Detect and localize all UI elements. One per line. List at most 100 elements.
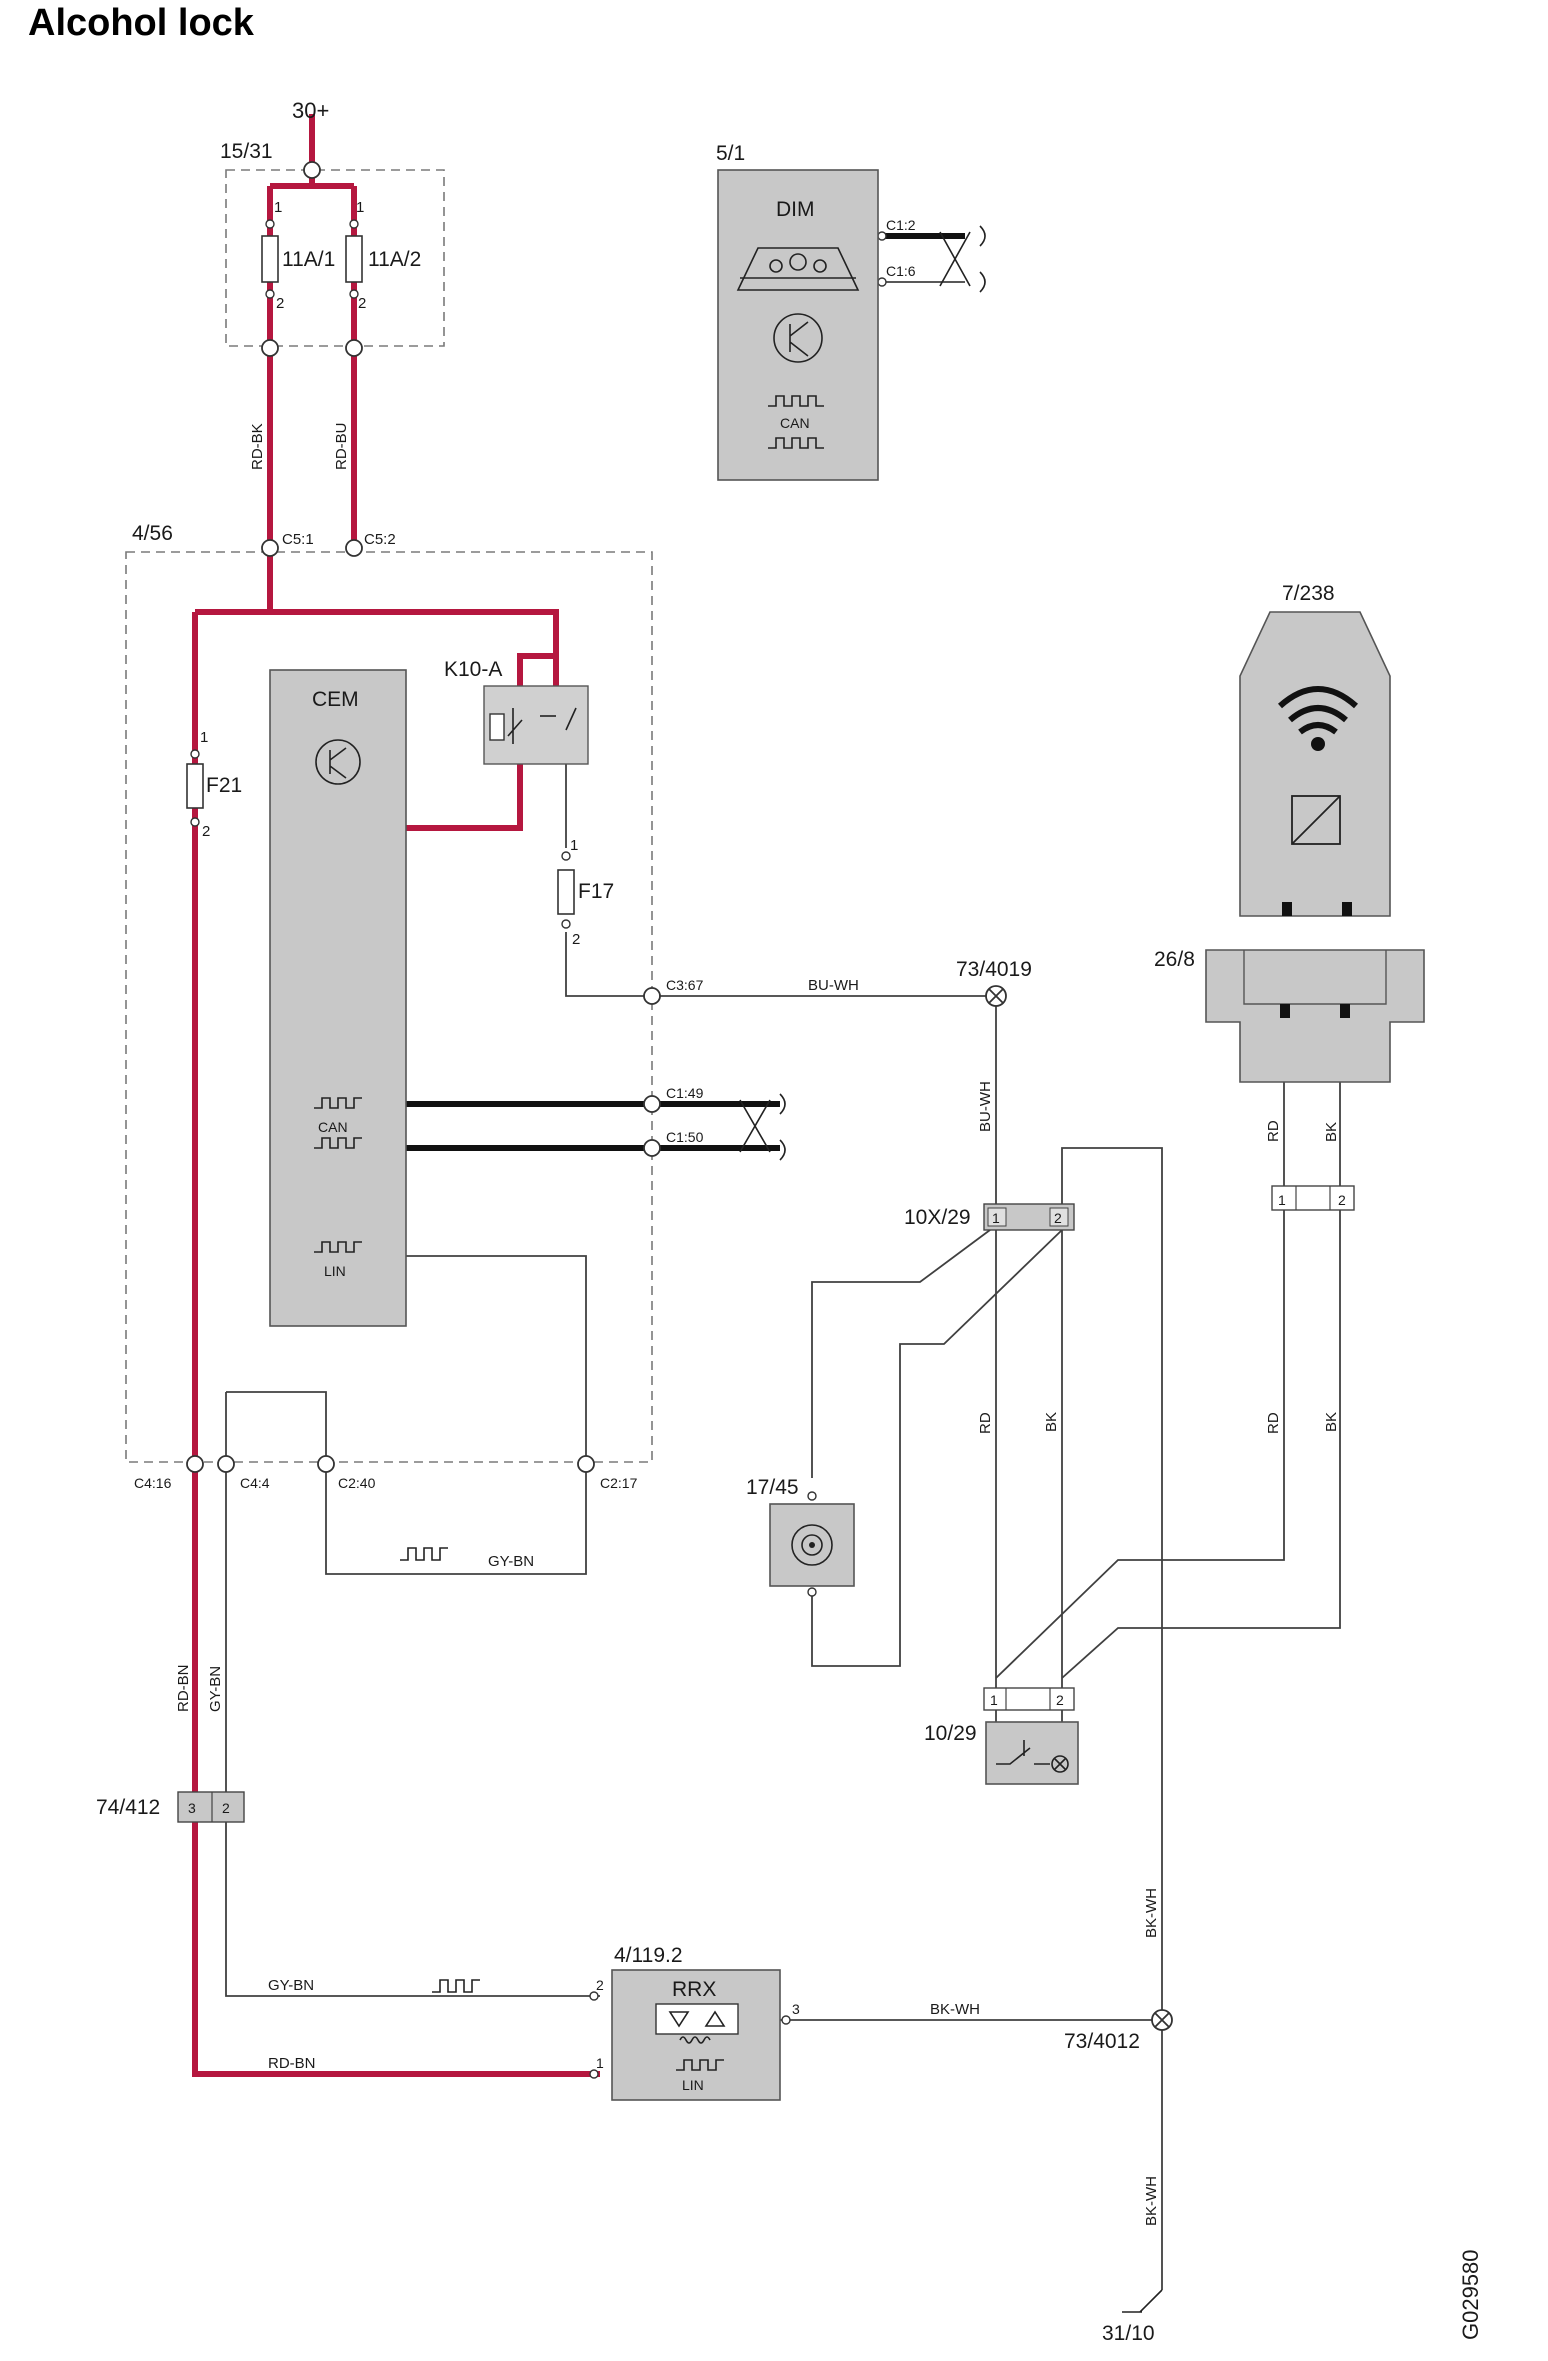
label-rrx-p2: 2 [596, 1977, 604, 1993]
label-wire-rd-1: RD [977, 1412, 994, 1434]
label-wire-bk-1: BK [1043, 1412, 1060, 1432]
fuse-f17 [557, 869, 575, 915]
label-cem-c217: C2:17 [600, 1475, 638, 1491]
label-wire-bu-wh-v: BU-WH [977, 1081, 994, 1132]
label-rrx-p1: 1 [596, 2055, 604, 2071]
label-wire-bk-wh-v2: BK-WH [1143, 2176, 1160, 2226]
label-rrx-ref: 4/119.2 [614, 1944, 683, 1967]
label-cem-c149: C1:49 [666, 1085, 704, 1101]
label-dim-name: DIM [776, 198, 815, 221]
label-dim-c16: C1:6 [886, 263, 916, 279]
connector-10x29 [983, 1203, 1075, 1231]
label-relay-name: K10-A [444, 658, 502, 681]
lamp-icon [1051, 1755, 1069, 1773]
fuse-box-boundary [225, 169, 445, 347]
label-rrx-p3: 3 [792, 2001, 800, 2017]
label-wire-rd-2: RD [1265, 1120, 1282, 1142]
connector-10-29 [983, 1687, 1075, 1711]
label-c10x29-p1: 1 [992, 1210, 1000, 1226]
splice-73-4019 [985, 985, 1007, 1007]
figure-id: G029580 [1458, 2249, 1483, 2340]
label-c1029-p2: 2 [1056, 1692, 1064, 1708]
label-c2-p1: 1 [1278, 1192, 1286, 1208]
label-fuse-f21: F21 [206, 774, 242, 797]
label-splice-4012: 73/4012 [1064, 2030, 1140, 2053]
label-wire-rd-3: RD [1265, 1412, 1282, 1434]
relay-icon [489, 707, 577, 744]
label-cem-c44: C4:4 [240, 1475, 270, 1491]
page-title: Alcohol lock [28, 2, 254, 44]
label-f17-pin2: 2 [572, 931, 580, 948]
connector-sensor-wires [1271, 1185, 1355, 1211]
label-cem-c240: C2:40 [338, 1475, 376, 1491]
label-c2-p2: 2 [1338, 1192, 1346, 1208]
label-pin-1b: 1 [356, 199, 364, 216]
label-wire-gy-bn-h: GY-BN [268, 1977, 314, 1994]
label-conn-74-412: 74/412 [96, 1796, 160, 1819]
label-cem-name: CEM [312, 688, 359, 711]
lin-bus-icon [314, 1241, 362, 1253]
label-pin-1a: 1 [274, 199, 282, 216]
label-wire-gy-bn: GY-BN [488, 1553, 534, 1570]
label-rrx-name: RRX [672, 1978, 716, 2001]
label-dim-c12: C1:2 [886, 217, 916, 233]
label-comp-17-45: 17/45 [746, 1476, 799, 1499]
fuse-11a2 [345, 235, 363, 283]
label-c74-p2: 2 [222, 1800, 230, 1816]
label-rrx-lin: LIN [682, 2077, 704, 2093]
connection-nodes [186, 161, 887, 2079]
label-ground-ref: 31/10 [1102, 2322, 1155, 2345]
converter-icon [1291, 795, 1341, 845]
label-fuse-box: 15/31 [220, 140, 273, 163]
label-supply-30: 30+ [292, 98, 329, 123]
sounder-17-45 [769, 1491, 855, 1597]
label-conn-26-8: 26/8 [1154, 948, 1195, 971]
label-wire-bk-wh-v1: BK-WH [1143, 1888, 1160, 1938]
label-f21-pin2: 2 [202, 823, 210, 840]
label-fuse-11a2: 11A/2 [368, 248, 421, 271]
label-wire-bk-wh-h: BK-WH [930, 2001, 980, 2018]
label-f17-pin1: 1 [570, 837, 578, 854]
lin-bus-icon [676, 2059, 724, 2071]
gauge-cluster-icon [736, 247, 860, 291]
label-cem-c51: C5:1 [282, 531, 314, 548]
label-wire-gy-bn-v: GY-BN [207, 1666, 224, 1712]
signal-wires [225, 233, 1341, 2290]
horn-icon [791, 1524, 833, 1566]
label-wire-bk-3: BK [1323, 1412, 1340, 1432]
diagram-labels: 30+ 15/31 11A/1 11A/2 1 1 2 2 RD-BK RD-B… [96, 98, 1483, 2345]
label-comp-10-29: 10/29 [924, 1722, 977, 1745]
can-bus-icon [768, 395, 824, 449]
label-wire-rd-bn: RD-BN [175, 1665, 192, 1713]
label-conn-10x29: 10X/29 [904, 1206, 971, 1229]
label-cem-can: CAN [318, 1119, 348, 1135]
label-dim-can: CAN [780, 415, 810, 431]
switch-lamp-10-29 [985, 1721, 1079, 1785]
label-cem-c416: C4:16 [134, 1475, 172, 1491]
label-wire-rd-bn-h: RD-BN [268, 2055, 316, 2072]
label-c1029-p1: 1 [990, 1692, 998, 1708]
label-cem-ref: 4/56 [132, 522, 173, 545]
twisted-pair-cem [739, 1093, 786, 1161]
cem-module [269, 669, 407, 1327]
lin-signal-icon [400, 1547, 480, 1993]
can-bus-icon [314, 1097, 362, 1149]
label-cem-c367: C3:67 [666, 977, 704, 993]
sensor-module [1239, 611, 1391, 917]
wireless-signal-icon [1278, 686, 1358, 751]
label-cem-lin: LIN [324, 1263, 346, 1279]
label-cem-c52: C5:2 [364, 531, 396, 548]
transistor-icon [773, 313, 823, 363]
label-pin-2a: 2 [276, 295, 284, 312]
fuse-f21 [186, 763, 204, 809]
label-c10x29-p2: 2 [1054, 1210, 1062, 1226]
label-cem-c150: C1:50 [666, 1129, 704, 1145]
twisted-pair-dim [939, 225, 986, 293]
splice-73-4012 [1151, 2009, 1173, 2031]
label-wire-rd-bk: RD-BK [249, 423, 266, 470]
label-splice-4019: 73/4019 [956, 958, 1032, 981]
label-wire-bk-2: BK [1323, 1122, 1340, 1142]
label-sensor-ref: 7/238 [1282, 582, 1335, 605]
connector-74-412 [177, 1791, 245, 1823]
